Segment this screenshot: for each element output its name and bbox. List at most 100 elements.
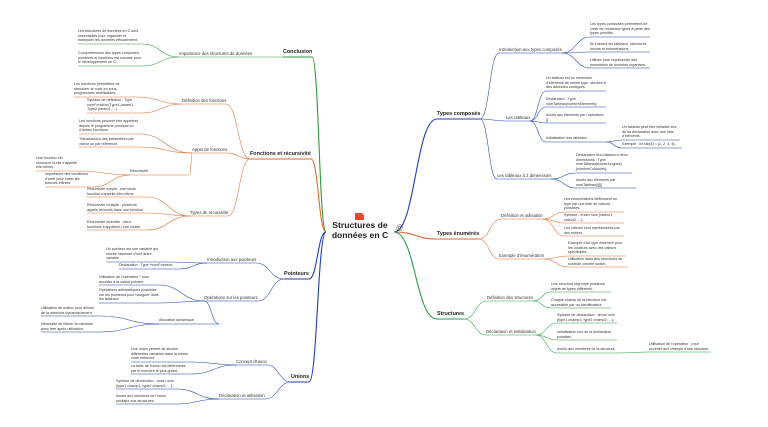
mindmap-node-pt-a2[interactable]: Nécessité de libérer la mémoire avec fre… [41,322,93,331]
edge-fr-rec [189,152,193,176]
edge-fr-app [226,152,251,160]
mindmap-node-st-s1[interactable]: Syntaxe de déclaration : struct nom {typ… [557,313,615,322]
at-icon: @ [396,225,404,232]
mindmap-node-tc-t4[interactable]: Initialisation des tableaux [546,136,588,140]
mindmap-node-un-d[interactable]: Déclaration et utilisation [219,393,265,398]
edge-pt-op [257,278,285,302]
edge-fr-def [225,103,251,160]
mindmap-node-tc-t4b[interactable]: Exemple : int tab[4] = {1, 2, 3, 4}; [622,142,676,146]
mindmap-node-te-e1[interactable]: Exemple d'un type énuméré pour les coule… [568,241,623,255]
mindmap-node-tc-tab[interactable]: Les tableaux [506,115,531,120]
mindmap-node-fr-r2[interactable]: Importance des conditions d'arrêt pour é… [45,172,89,186]
mindmap-node-tc-t1[interactable]: Un tableau est un ensemble d'éléments de… [546,76,606,90]
mindmap-node-tc-2d1[interactable]: Déclaration d'un tableau à deux dimensio… [576,153,628,171]
mindmap-node-cc-1[interactable]: Les structures de données en C sont esse… [78,29,139,43]
mindmap-node-cc-imp[interactable]: Importance des structures de données [179,51,253,56]
mindmap-node-pt-a1[interactable]: Utilisation de malloc pour allouer de la… [41,306,95,315]
edge-fr [310,158,327,233]
mindmap-node-tc-i3[interactable]: Utilisés pour représenter des ensembles … [590,58,647,67]
edge-pt-a2 [98,323,160,333]
mindmap-node-te-ex[interactable]: Exemple d'énumération [499,253,545,258]
mindmap-node-te-d2[interactable]: Syntaxe : enum nom {valeur1, valeur2, ..… [564,213,614,222]
mindmap-node-st-dec[interactable]: Déclaration et initialisation [486,329,536,334]
mindmap-node-st-d2[interactable]: Chaque champ de la structure est accessi… [551,298,607,307]
mindmap-node-fr-app[interactable]: Appel de fonctions [192,147,228,152]
mindmap-node-tc-t2[interactable]: Déclaration : Type nomTableau[nombreElem… [546,97,598,106]
mindmap-node-te-d1[interactable]: Les énumérations définissent un type par… [564,197,618,211]
edge-tc [393,118,438,233]
edge-tc-intro [479,52,500,120]
mindmap-node-pt-all[interactable]: Allocation dynamique [159,318,195,322]
mindmap-node-un-c1[interactable]: Une union permet de stocker différentes … [131,347,189,361]
mindmap-node-fr-t3[interactable]: Récursivité mutuelle : deux fonctions s'… [87,220,141,229]
mindmap-node-un-c[interactable]: Concept d'union [236,359,267,364]
mindmap-node-fr-t1[interactable]: Récursivité simple : une seule fonction … [87,187,136,196]
edge-fr-typ [227,158,251,217]
edge-un-c [266,364,292,383]
edge-cc-1 [141,43,180,58]
mindmap-node-cc[interactable]: Conclusion [283,49,313,55]
mindmap-node-pt-intro[interactable]: Introduction aux pointeurs [207,257,257,262]
mindmap-node-un-d2[interactable]: Accès aux membres de l'union similaire a… [116,394,167,403]
edge-tc-t3 [529,120,547,124]
mindmap-node-un-d1[interactable]: Syntaxe de déclaration : union nom {type… [116,379,174,388]
edge-fr-r1 [77,170,131,176]
mindmap-node-fr-d1[interactable]: Les fonctions permettent de structurer l… [74,82,120,96]
mindmap-node-tc-intro[interactable]: Introduction aux types composés [499,47,562,52]
mindmap-node-pt-i1[interactable]: Un pointeur est une variable qui stocke … [106,247,159,261]
mindmap-node-te[interactable]: Types énumérés [437,231,480,237]
mindmap-node-fr-def[interactable]: Définition des fonctions [182,98,227,103]
pdf-logo-icon [354,208,365,220]
mindmap-node-pt-o1[interactable]: Utilisation de l'opérateur * pour accéde… [99,275,150,284]
edge-tc-2d2 [550,178,577,189]
edge-tc-i2 [561,51,591,54]
mindmap-node-fr-typ[interactable]: Types de récursivité [190,210,229,215]
edge-tc-t4b [605,141,623,149]
mindmap-node-pt-op[interactable]: Opérations sur les pointeurs [204,295,258,300]
central-topic[interactable]: Structures de données en C [324,220,396,240]
mindmap-node-tc-t3[interactable]: Accès aux éléments par l'opérateur [] [546,113,604,122]
edge-un-c2 [190,364,237,375]
mindmap-node-te-def[interactable]: Définition et utilisation [501,213,543,218]
mindmap-node-fr-a1[interactable]: Les fonctions peuvent être appelées depu… [79,119,139,133]
mindmap-node-un-c2[interactable]: La taille de l'union est déterminée par … [131,364,186,373]
mindmap-node-st-s3a[interactable]: Utilisation de l'opérateur . pour accéde… [649,342,710,351]
mindmap-node-st-def[interactable]: Définition des structures [487,295,534,300]
mindmap-node-pt-i2[interactable]: Déclaration : Type *nomPointeur; [119,263,174,267]
edge-st-s3a [616,351,650,354]
mindmap-node-fr-a2[interactable]: Transmission des paramètres par valeur o… [79,137,134,146]
mindmap-node-tc-2d[interactable]: Les tableaux à 2 dimensions [497,173,552,178]
edge-pt-i2 [178,262,208,270]
mindmap-node-fr-t2[interactable]: Récursivité multiple : plusieurs appels … [87,203,144,212]
edge-tc-t1 [529,90,547,122]
mindmap-node-st-s2[interactable]: Initialisation lors de la déclaration po… [557,330,612,339]
edge-pt-intro [255,262,285,280]
mindmap-node-tc-i1[interactable]: Les types composés permettent de créer d… [590,22,650,36]
edge-fr-d2 [140,103,183,114]
mindmap-node-fr-d2[interactable]: Syntaxe de définition : Type nomFonction… [87,98,135,112]
mindmap-node-cc-2[interactable]: Compréhension des types composés, pointe… [78,51,142,65]
mindmap-node-tc-2d2[interactable]: Accès aux éléments par nomTableau[i][j] [576,178,616,187]
edge-tc-tab [479,118,507,122]
mindmap-node-tc-t4a[interactable]: Un tableau peut être initialisé lors de … [622,125,677,139]
mindmap-node-st-s3[interactable]: Accès aux membres de la structure [557,347,615,351]
mindmap-node-un[interactable]: Unions [291,374,310,380]
mindmap-node-te-d3[interactable]: Les valeurs sont représentées par des en… [564,226,620,235]
mindmap-node-pt-o2[interactable]: Opérations arithmétiques possibles sur l… [99,288,159,302]
mindmap-node-st-d1[interactable]: Une structure regroupe plusieurs objets … [551,282,605,291]
mindmap-node-fr-r1[interactable]: Une fonction est récursive si elle s'app… [36,156,77,170]
mindmap-node-fr-rec[interactable]: Récursivité [130,169,149,173]
edge-st-d1 [532,291,552,302]
edge-un-c1 [190,361,237,366]
mindmap-node-pt[interactable]: Pointeurs [284,271,309,277]
edge-st-s1 [535,322,558,336]
mindmap-node-fr[interactable]: Fonctions et récursivité [250,151,311,157]
edge-tc-t4 [529,120,547,143]
edge-st [393,231,438,320]
mindmap-node-te-e2[interactable]: Utilisation dans des structures de contr… [568,257,623,266]
edge-cc [311,56,327,233]
mindmap-node-tc[interactable]: Types composés [437,111,481,117]
edge-fr-d1 [135,96,183,105]
mindmap-node-tc-i2[interactable]: Ils incluent les tableaux, structures, u… [590,42,648,51]
mindmap-node-st[interactable]: Structures [437,311,464,317]
